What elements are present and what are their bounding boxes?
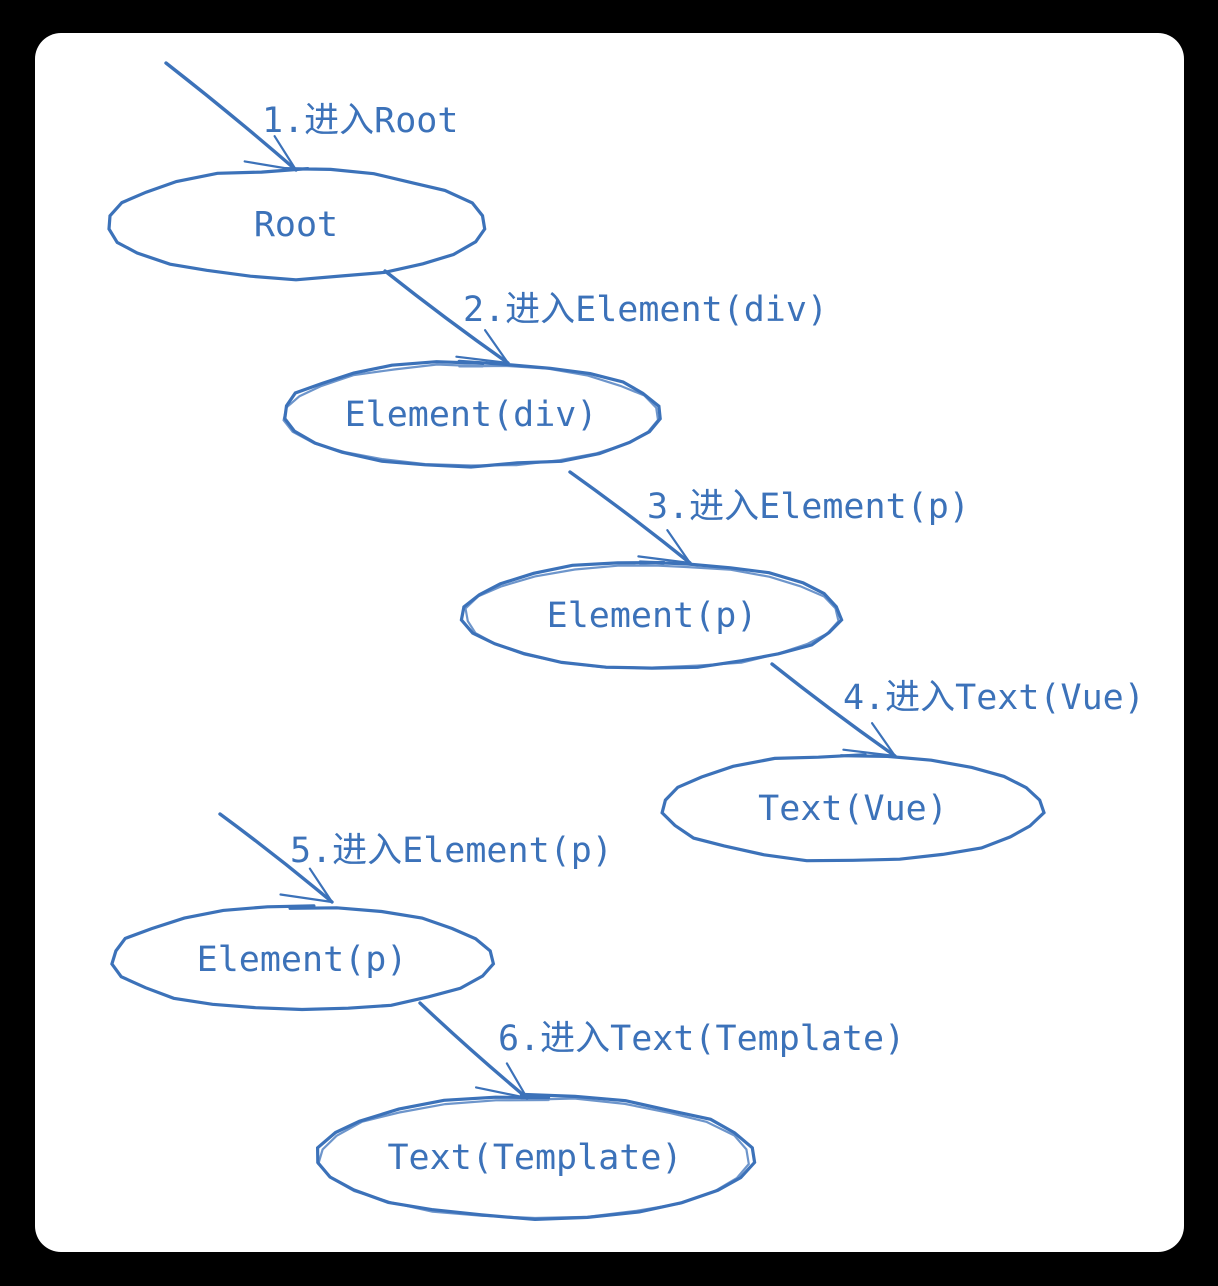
edge-label-3: 3.进入Element(p): [647, 487, 970, 527]
edge-line: [218, 812, 334, 904]
edges-layer: [164, 61, 897, 1100]
arrowhead-barb: [637, 555, 692, 565]
arrowhead-barb: [505, 1062, 529, 1100]
node-element-div[interactable]: Element(div): [282, 359, 662, 469]
edge-2-arrow: [383, 269, 510, 365]
node-outline: [110, 904, 496, 1012]
node-label: Text(Vue): [758, 789, 948, 829]
edge-line: [568, 470, 692, 565]
edge-label-5: 5.进入Element(p): [290, 831, 613, 871]
node-label: Element(p): [547, 596, 758, 636]
arrowhead-barb: [455, 355, 510, 365]
arrowhead-barb: [273, 135, 298, 172]
node-label: Element(p): [197, 940, 408, 980]
node-outline: [315, 1092, 757, 1222]
node-text-template[interactable]: Text(Template): [315, 1092, 757, 1222]
edge-line: [770, 662, 897, 758]
edge-5-arrow: [218, 812, 334, 904]
node-label: Root: [254, 205, 338, 245]
edge-label-6: 6.进入Text(Template): [498, 1019, 905, 1059]
arrowhead-barb: [666, 529, 692, 565]
arrowhead-barb: [279, 893, 334, 904]
node-root[interactable]: Root: [107, 167, 487, 282]
node-outline: [283, 359, 662, 469]
edge-label-2: 2.进入Element(div): [463, 290, 828, 330]
node-outline-overdraw: [282, 363, 660, 467]
edge-label-1: 1.进入Root: [262, 101, 458, 141]
node-element-p-1[interactable]: Element(p): [459, 560, 844, 670]
node-outline-overdraw: [317, 1097, 750, 1220]
edge-line: [164, 61, 298, 172]
node-outline: [660, 753, 1046, 863]
edge-line: [418, 1001, 529, 1100]
node-text-vue[interactable]: Text(Vue): [660, 753, 1046, 863]
edge-line: [383, 269, 510, 365]
node-label: Element(div): [345, 395, 598, 435]
edge-3-arrow: [568, 470, 692, 565]
edge-label-4: 4.进入Text(Vue): [843, 678, 1145, 718]
node-label: Text(Template): [387, 1138, 682, 1178]
node-element-p-2[interactable]: Element(p): [110, 904, 496, 1012]
node-outline: [107, 167, 487, 282]
paper-card: [35, 33, 1184, 1252]
arrowhead-barb: [308, 867, 334, 904]
arrowhead-barb: [871, 722, 897, 758]
node-outline-overdraw: [464, 563, 840, 669]
edge-labels-layer: 1.进入Root 2.进入Element(div) 3.进入Element(p) 4.…: [262, 101, 1145, 1059]
arrowhead-barb: [484, 329, 510, 365]
